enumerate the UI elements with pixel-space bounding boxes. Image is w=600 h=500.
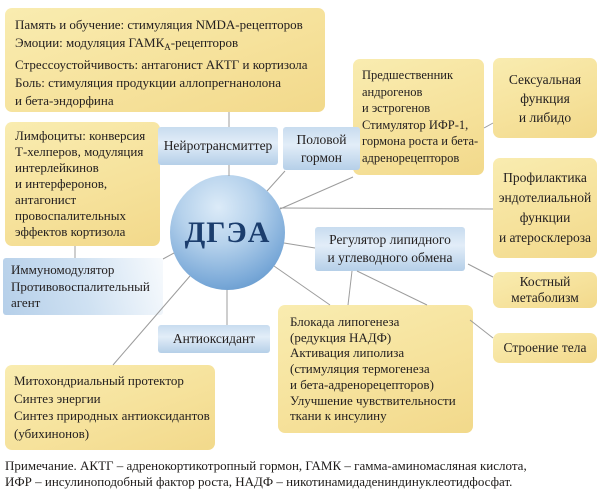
connector-dhea-regulator xyxy=(283,242,316,249)
connector-regulator-lipogenesis-2 xyxy=(356,270,428,306)
text-line: и бета-адренорецепторов) xyxy=(290,376,434,392)
text-line: (стимуляция термогенеза xyxy=(290,361,430,377)
text-line: Блокада липогенеза xyxy=(290,314,400,329)
text-line: агент xyxy=(11,295,41,310)
footnote-line: ИФР – инсулиноподобный фактор роста, НАД… xyxy=(5,473,513,489)
label-lipid-carb-regulator: Регулятор липидного и углеводного обмена xyxy=(315,227,465,271)
text-line: функции xyxy=(519,210,571,225)
box-memory-emotions: Память и обучение: стимуляция NMDA-рецеп… xyxy=(5,8,325,112)
text-line: эндотелиальной xyxy=(498,190,592,205)
text-line: эффектов кортизола xyxy=(15,224,126,239)
connector-precursor-dhea xyxy=(279,176,354,210)
text-line: гормона роста и бета- xyxy=(362,134,479,148)
text-line: Иммуномодулятор xyxy=(11,262,115,277)
text-line: и интерферонов, xyxy=(15,176,108,191)
connector-precursor-sexualfunction xyxy=(483,122,494,129)
body-structure-label: Строение тела xyxy=(503,340,587,355)
text-line: антагонист xyxy=(15,192,77,207)
antioxidant-label: Антиоксидант xyxy=(172,331,256,346)
text-line: Синтез природных антиоксидантов xyxy=(14,408,210,423)
text-line: метаболизм xyxy=(511,290,579,305)
box-sexual-function: Сексуальная функция и либидо xyxy=(493,58,597,138)
text-line: андрогенов xyxy=(362,84,423,99)
text-line-gaba: Эмоции: модуляция ГАМКА-рецепторов xyxy=(15,34,315,56)
connector-regulator-lipogenesis-1 xyxy=(347,270,353,306)
text-line: Стимулятор ИФР-1, xyxy=(362,117,469,132)
text-line: функция xyxy=(520,90,570,106)
text-line: Костный xyxy=(519,274,571,289)
box-lipogenesis-blockade: Блокада липогенеза(редукция НАДФ)Активац… xyxy=(278,305,473,433)
label-antioxidant: Антиоксидант xyxy=(158,325,270,353)
text-line: Боль: стимуляция продукции аллопрегнанол… xyxy=(15,75,282,90)
gaba-post: -рецепторов xyxy=(170,35,239,50)
label-neurotransmitter: Нейротрансмиттер xyxy=(158,127,278,165)
text-line: (убихинонов) xyxy=(14,425,90,441)
gaba-subscript: А xyxy=(164,42,171,52)
text-line: Т-хелперов, модуляция xyxy=(15,144,144,159)
center-node-dhea: ДГЭА xyxy=(170,175,285,290)
connector-dhea-endothelial xyxy=(279,207,494,210)
text-line: Активация липолиза xyxy=(290,345,405,361)
connector-lipogenesis-bodystructure xyxy=(469,319,494,339)
text-line: Половой xyxy=(296,131,347,147)
gaba-pre: Эмоции: модуляция ГАМК xyxy=(15,35,165,50)
footnote-line: Примечание. АКТГ – адренокортикотропный … xyxy=(5,458,527,473)
footnote: Примечание. АКТГ – адренокортикотропный … xyxy=(5,458,597,489)
text-line: Синтез энергии xyxy=(14,390,101,406)
text-line: Регулятор липидного xyxy=(329,232,451,247)
text-line: Стрессоустойчивость: антагонист АКТГ и к… xyxy=(15,57,308,72)
text-line: интерлейкинов xyxy=(15,160,99,175)
label-sex-hormone: Половой гормон xyxy=(283,127,360,170)
text-line: Противовоспалительный xyxy=(11,278,150,294)
text-line: и либидо xyxy=(518,109,572,125)
connector-regulator-bone xyxy=(467,263,494,278)
text-line: Сексуальная xyxy=(508,71,582,87)
text-line: Предшественник xyxy=(362,68,454,82)
text-line: Лимфоциты: конверсия xyxy=(15,128,146,143)
text-line: адренорецепторов xyxy=(362,150,460,165)
text-line: и атеросклероза xyxy=(498,230,592,245)
text-line: Профилактика xyxy=(503,170,587,185)
connector-dhea-lipogenesis xyxy=(273,265,331,306)
text-line: и эстрогенов xyxy=(362,101,431,115)
text-line: (редукция НАДФ) xyxy=(290,329,392,345)
box-body-structure: Строение тела xyxy=(493,333,597,363)
text-line: ткани к инсулину xyxy=(290,408,387,424)
text-line: провоспалительных xyxy=(15,208,126,223)
connector-sexhormone-dhea xyxy=(266,170,286,192)
text-line: Память и обучение: стимуляция NMDA-рецеп… xyxy=(15,17,303,32)
text-line: и бета-эндорфина xyxy=(15,93,114,108)
connector-dhea-immunomodulator xyxy=(162,252,175,260)
neurotransmitter-label: Нейротрансмиттер xyxy=(163,138,273,153)
text-line: гормон xyxy=(300,149,342,165)
text-line: Митохондриальный протектор xyxy=(14,373,184,388)
text-line: Улучшение чувствительности xyxy=(290,392,456,408)
text-line: и углеводного обмена xyxy=(327,250,453,265)
box-endothelial-prophylaxis: Профилактика эндотелиальной функции и атеро… xyxy=(493,158,597,258)
dhea-label: ДГЭА xyxy=(184,215,271,249)
